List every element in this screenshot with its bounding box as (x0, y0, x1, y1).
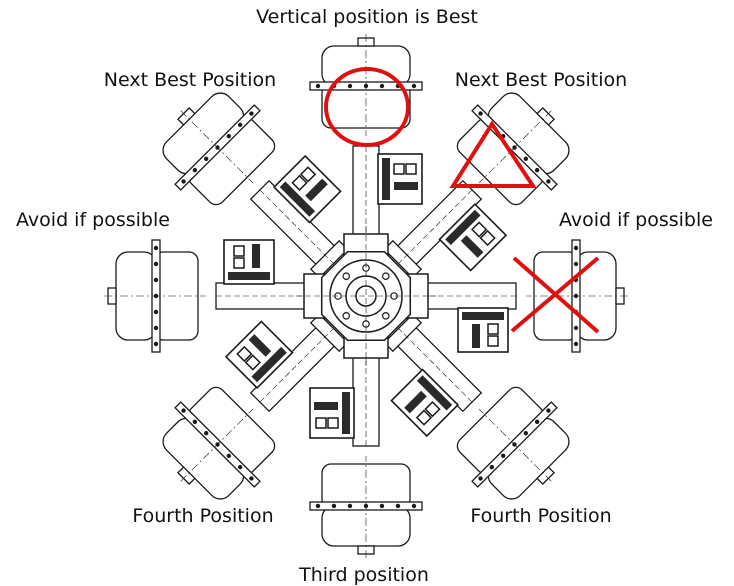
label-vertical-best: Vertical position is Best (256, 6, 478, 28)
actuator-upper-right-positioner (438, 202, 508, 272)
actuator-upper-left (162, 92, 349, 279)
actuator-upper-left-positioner (272, 154, 342, 224)
label-third-position: Third position (299, 564, 429, 586)
label-avoid-left: Avoid if possible (16, 209, 170, 231)
red-x-icon (510, 256, 600, 334)
label-fourth-left: Fourth Position (132, 505, 274, 527)
actuator-left-positioner (223, 239, 275, 285)
label-fourth-right: Fourth Position (470, 505, 612, 527)
label-avoid-right: Avoid if possible (559, 209, 713, 231)
red-triangle-icon (449, 120, 537, 188)
label-next-best-right: Next Best Position (454, 69, 628, 91)
actuator-lower-left-positioner (224, 320, 294, 390)
actuator-bottom-positioner (309, 387, 355, 439)
label-next-best-left: Next Best Position (103, 69, 277, 91)
actuator-right-positioner (457, 307, 509, 353)
actuator-lower-right (383, 313, 570, 500)
actuator-lower-right-positioner (390, 368, 460, 438)
actuator-bottom (309, 337, 423, 558)
actuator-right (407, 239, 628, 353)
actuator-vertical-positioner (377, 153, 423, 205)
red-circle-icon (324, 67, 410, 147)
actuator-left (104, 239, 325, 353)
valve-body-hub (296, 226, 436, 366)
